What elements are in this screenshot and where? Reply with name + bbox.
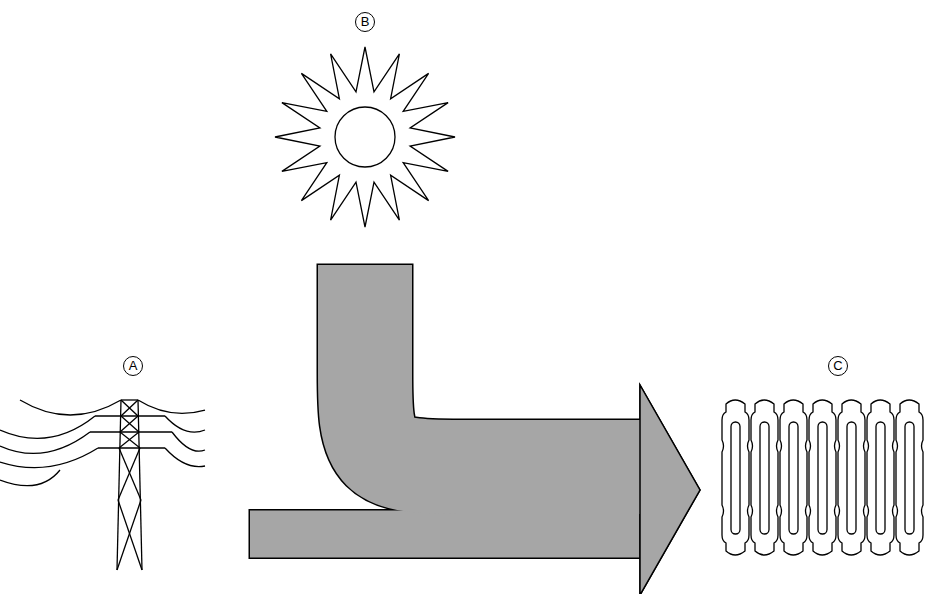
- radiator-slot: [876, 422, 885, 534]
- callout-letter: B: [355, 12, 375, 32]
- flow-band: [250, 511, 640, 558]
- arrow-head: [640, 385, 700, 594]
- flow-arrow-outline: [249, 509, 641, 559]
- callout-letter: C: [828, 356, 848, 376]
- flow-arrow: [365, 265, 700, 594]
- radiator-section: [722, 400, 749, 555]
- radiator-slot: [905, 422, 914, 534]
- radiator-section: [809, 400, 836, 555]
- radiator-slot: [818, 422, 827, 534]
- flow-arrow: [250, 385, 700, 594]
- callout-region: A: [0, 355, 250, 570]
- radiator-section: [780, 400, 807, 555]
- power-pylon: [0, 400, 205, 570]
- radiator-slot: [731, 422, 740, 534]
- radiator-symbol: [722, 400, 923, 555]
- callout-region: B: [270, 5, 460, 265]
- radiator-section: [896, 400, 923, 555]
- radiator-section: [838, 400, 865, 555]
- callout-letter: A: [123, 356, 143, 376]
- radiator-slot: [847, 422, 856, 534]
- sun-symbol: [275, 47, 455, 227]
- callout-region: C: [700, 355, 928, 560]
- radiator-section: [867, 400, 894, 555]
- radiator-slot: [760, 422, 769, 534]
- radiator-slot: [789, 422, 798, 534]
- flow-arrow-outline: [365, 264, 640, 468]
- arrow-head: [640, 385, 700, 594]
- flow-band: [365, 265, 640, 467]
- radiator-section: [751, 400, 778, 555]
